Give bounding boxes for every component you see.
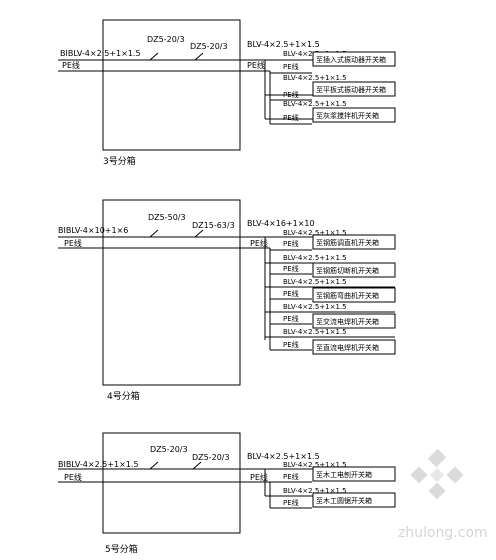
watermark-text: zhulong.com [398,525,488,541]
panel-3-branch-3-cable: BLV-4×2.5+1×1.5 [283,100,347,108]
panel-5-name: 5号分箱 [105,543,138,555]
panel-5-breaker-a: DZ5-20/3 [150,445,188,454]
panel-5-output-cable: BLV-4×2.5+1×1.5 [247,452,320,461]
panel-4-branch-3-pe: PE线 [283,289,299,298]
panel-3: BIBLV-4×2.5+1×1.5 PE线 DZ5-20/3 DZ5-20/3 … [58,19,396,167]
panel-4-branch-3-cable: BLV-4×2.5+1×1.5 [283,278,347,286]
panel-4-output-cable: BLV-4×16+1×10 [247,219,315,228]
panel-5-input-cable: BIBLV-4×2.5+1×1.5 [58,460,139,469]
panel-4-branch-1-pe: PE线 [283,239,299,248]
panel-5-branch-1-pe: PE线 [283,472,299,481]
panel-4-branch-5-cable: BLV-4×2.5+1×1.5 [283,328,347,336]
panel-5: BIBLV-4×2.5+1×1.5 PE线 DZ5-20/3 DZ5-20/3 … [58,432,396,555]
panel-3-breaker-b-switch [194,52,204,61]
watermark-logo [410,448,464,500]
panel-3-branch-3-pe: PE线 [283,113,299,122]
panel-4-branch-4-box [312,313,396,329]
panel-4-branch-3-box [312,287,396,303]
panel-3-breaker-a: DZ5-20/3 [147,35,185,44]
panel-4-breaker-b-switch [194,229,204,238]
panel-3-branch-2-box [312,81,396,97]
panel-3-output-pe: PE线 [247,60,265,70]
panel-5-box [102,432,241,534]
panel-3-branch-1-box [312,51,396,67]
panel-4-branch-4-cable: BLV-4×2.5+1×1.5 [283,303,347,311]
panel-5-branch-1-cable: BLV-4×2.5+1×1.5 [283,461,347,469]
panel-5-breaker-a-switch [149,461,159,470]
panel-3-branch-2-target: 至平板式振动器开关箱 [316,85,386,94]
panel-5-branch-2-pe: PE线 [283,498,299,507]
panel-4-name: 4号分箱 [107,390,140,402]
panel-4-branch-5-box [312,339,396,355]
panel-4-breaker-b: DZ15-63/3 [192,221,235,230]
panel-3-branch-2-cable: BLV-4×2.5+1×1.5 [283,74,347,82]
panel-5-output-pe: PE线 [250,472,268,482]
panel-4-input-pe: PE线 [64,238,82,248]
panel-4-branch-1-cable: BLV-4×2.5+1×1.5 [283,229,347,237]
panel-4-branch-4-target: 至交流电焊机开关箱 [316,317,379,326]
panel-5-branch-1-box [312,466,396,482]
panel-3-output-cable: BLV-4×2.5+1×1.5 [247,40,320,49]
panel-4-branch-4-pe: PE线 [283,314,299,323]
panel-3-branch-3-target: 至灰浆搅拌机开关箱 [316,111,379,120]
panel-5-input-pe: PE线 [64,472,82,482]
panel-5-branch-1-target: 至木工电刨开关箱 [316,470,372,479]
panel-4: BIBLV-4×10+1×6 PE线 DZ5-50/3 DZ15-63/3 BL… [58,199,396,402]
panel-4-branch-2-cable: BLV-4×2.5+1×1.5 [283,254,347,262]
panel-3-breaker-a-switch [149,52,159,61]
panel-5-breaker-b: DZ5-20/3 [192,453,230,462]
panel-3-name: 3号分箱 [103,155,136,167]
panel-3-input-cable: BIBLV-4×2.5+1×1.5 [60,49,141,58]
panel-3-box [102,19,241,151]
panel-3-branch-1-pe: PE线 [283,62,299,71]
panel-4-branch-1-box [312,234,396,250]
panel-4-branch-5-pe: PE线 [283,340,299,349]
panel-4-branch-2-box [312,262,396,278]
panel-5-branch-2-cable: BLV-4×2.5+1×1.5 [283,487,347,495]
panel-4-breaker-a-switch [149,229,159,238]
panel-4-branch-2-pe: PE线 [283,264,299,273]
panel-4-branch-5-target: 至直流电焊机开关箱 [316,343,379,352]
panel-3-branch-2-pe: PE线 [283,90,299,99]
watermark: zhulong.com [398,448,488,541]
panel-4-box [102,199,241,386]
panel-5-breaker-b-switch [192,461,202,470]
panel-4-input-cable: BIBLV-4×10+1×6 [58,226,128,235]
panel-5-branch-2-target: 至木工圆锯开关箱 [316,496,372,505]
panel-3-input-pe: PE线 [62,60,80,70]
panel-3-branch-3-box [312,107,396,123]
panel-4-branch-1-target: 至钢筋调直机开关箱 [316,238,379,247]
panel-3-branch-1-target: 至插入式振动器开关箱 [316,55,386,64]
panel-5-branch-2-box [312,492,396,508]
panel-4-output-pe: PE线 [250,238,268,248]
panel-4-breaker-a: DZ5-50/3 [148,213,186,222]
panel-3-breaker-b: DZ5-20/3 [190,42,228,51]
panel-4-branch-2-target: 至钢筋切断机开关箱 [316,266,379,275]
panel-4-branch-3-target: 至钢筋弯曲机开关箱 [316,291,379,300]
